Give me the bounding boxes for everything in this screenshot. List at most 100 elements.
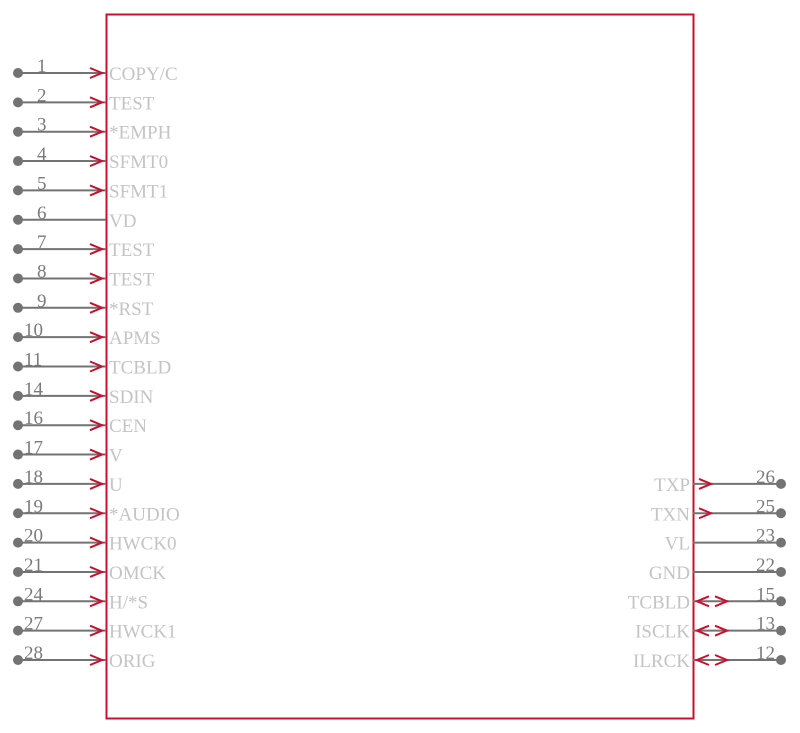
- pin-endpoint-dot: [13, 273, 23, 284]
- pin-name: TCBLD: [628, 592, 690, 613]
- pin-number: 22: [756, 555, 775, 576]
- pin-2: 2 TEST: [13, 85, 155, 114]
- pin-arrow-icon: [694, 595, 710, 608]
- pin-name: SFMT0: [109, 152, 168, 173]
- pin-number: 16: [24, 408, 43, 429]
- pin-26: 26 TXP: [654, 467, 786, 496]
- pin-28: 28 ORIG: [13, 643, 156, 672]
- pin-endpoint-dot: [13, 390, 23, 401]
- pin-endpoint-dot: [776, 508, 786, 519]
- pin-endpoint-dot: [13, 185, 23, 196]
- pin-endpoint-dot: [13, 244, 23, 255]
- pin-name: TXN: [651, 504, 690, 525]
- pin-endpoint-dot: [776, 566, 786, 577]
- pin-arrow-icon: [89, 360, 105, 373]
- component-body: [105, 13, 695, 720]
- pin-name: TEST: [109, 240, 155, 261]
- pin-name: TXP: [654, 475, 690, 496]
- pin-arrow-icon: [89, 272, 105, 285]
- pin-name: TEST: [109, 269, 155, 290]
- pin-endpoint-dot: [776, 655, 786, 665]
- pin-endpoint-dot: [13, 214, 23, 225]
- pin-arrow-icon: [89, 243, 105, 256]
- pin-number: 19: [24, 496, 43, 517]
- pin-endpoint-dot: [13, 449, 23, 460]
- pin-endpoint-dot: [13, 478, 23, 489]
- pin-arrow-icon: [694, 624, 710, 637]
- pin-arrow-icon: [89, 331, 105, 344]
- pin-16: 16 CEN: [13, 408, 147, 437]
- pin-name: SFMT1: [109, 181, 168, 202]
- pin-25: 25 TXN: [651, 496, 786, 525]
- pin-arrow-icon: [89, 125, 105, 138]
- pin-name: HWCK0: [109, 534, 177, 555]
- pin-arrow-icon: [89, 566, 105, 578]
- pin-arrow-icon: [89, 536, 105, 549]
- pin-number: 21: [24, 555, 43, 576]
- pin-number: 26: [756, 467, 775, 488]
- pin-24: 24 H/*S: [13, 584, 148, 613]
- pin-name: TEST: [109, 93, 155, 114]
- pin-endpoint-dot: [13, 302, 23, 313]
- pin-endpoint-dot: [13, 596, 23, 607]
- pin-name: ORIG: [109, 651, 156, 672]
- pin-name: CEN: [109, 416, 147, 437]
- pin-name: APMS: [109, 328, 161, 349]
- pin-arrow-icon: [89, 301, 105, 314]
- pin-5: 5 SFMT1: [13, 173, 168, 202]
- pin-name: V: [109, 446, 123, 467]
- pin-arrow-icon: [89, 477, 105, 490]
- pin-4: 4 SFMT0: [13, 144, 168, 173]
- pin-number: 24: [24, 584, 44, 605]
- pin-number: 7: [37, 232, 47, 253]
- pin-number: 18: [24, 467, 43, 488]
- pin-number: 14: [24, 379, 44, 400]
- pin-name: H/*S: [109, 592, 148, 613]
- pin-endpoint-dot: [776, 478, 786, 489]
- pin-endpoint-dot: [13, 420, 23, 431]
- pin-number: 23: [756, 526, 775, 547]
- pin-number: 27: [24, 614, 43, 635]
- pin-name: VL: [665, 534, 690, 555]
- pin-14: 14 SDIN: [13, 379, 154, 408]
- pin-number: 20: [24, 526, 43, 547]
- pin-name: *RST: [109, 299, 154, 320]
- pin-arrow-icon: [714, 624, 730, 637]
- pin-name: ISCLK: [635, 622, 690, 643]
- pin-endpoint-dot: [13, 97, 23, 108]
- pin-number: 4: [37, 144, 47, 165]
- pin-number: 5: [37, 173, 47, 194]
- pin-name: HWCK1: [109, 622, 177, 643]
- pin-number: 2: [37, 85, 47, 106]
- pin-endpoint-dot: [13, 126, 23, 137]
- pin-arrow-icon: [714, 595, 730, 608]
- pin-7: 7 TEST: [13, 232, 155, 261]
- pin-arrow-icon: [89, 654, 105, 666]
- pin-27: 27 HWCK1: [13, 614, 177, 643]
- pin-arrow-icon: [89, 507, 105, 520]
- pin-number: 11: [24, 350, 42, 371]
- pin-endpoint-dot: [13, 537, 23, 548]
- pin-name: SDIN: [109, 387, 154, 408]
- pin-arrow-icon: [89, 67, 105, 79]
- pin-number: 6: [37, 203, 47, 224]
- pin-9: 9*RST: [13, 291, 154, 320]
- pin-arrow-icon: [89, 389, 105, 402]
- pin-arrow-icon: [714, 654, 730, 666]
- pin-number: 15: [756, 584, 775, 605]
- pin-endpoint-dot: [776, 596, 786, 607]
- pin-endpoint-dot: [13, 655, 23, 665]
- pin-number: 12: [756, 643, 775, 664]
- pin-endpoint-dot: [13, 332, 23, 343]
- pin-number: 25: [756, 496, 775, 517]
- pin-number: 28: [24, 643, 43, 664]
